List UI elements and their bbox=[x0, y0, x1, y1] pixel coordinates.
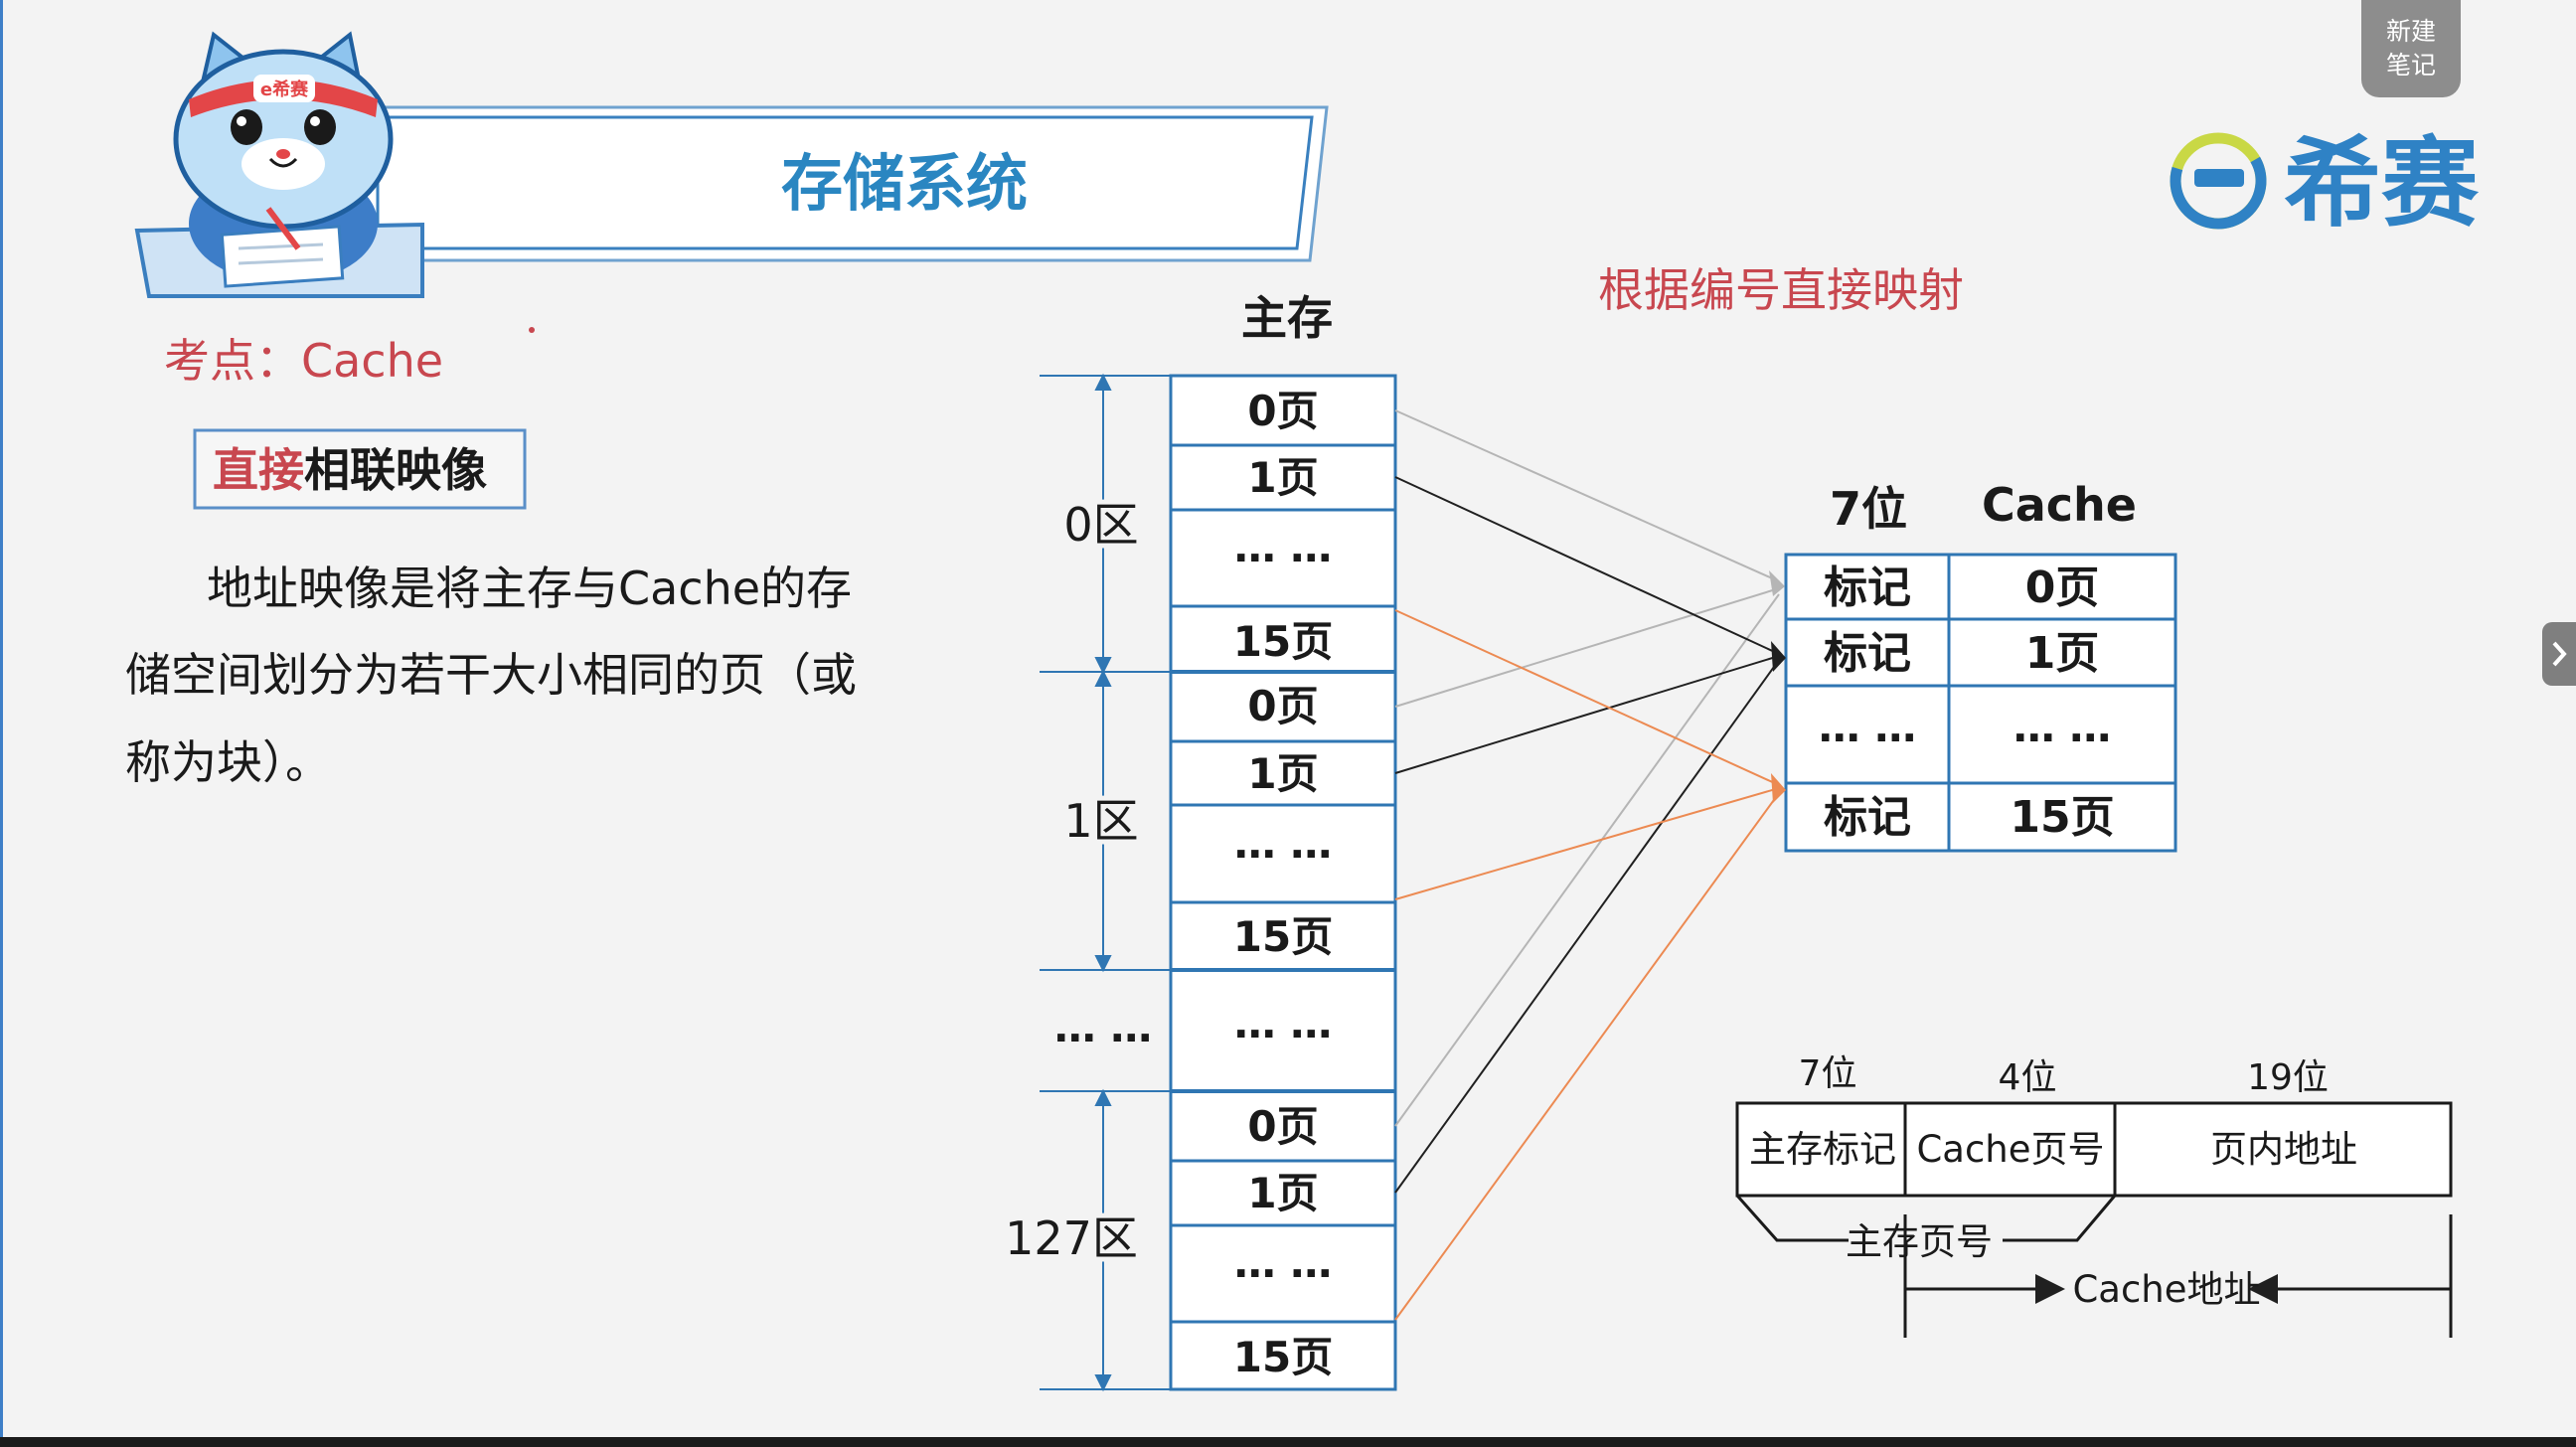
paragraph-line-2: 储空间划分为若干大小相同的页（或 bbox=[125, 648, 857, 702]
cache-row0-page: 0页 bbox=[2025, 563, 2100, 613]
cache-grid bbox=[1784, 553, 2177, 853]
addr-field-1: Cache页号 bbox=[1916, 1128, 2104, 1171]
cache-row3-tag: 标记 bbox=[1824, 792, 1911, 843]
new-note-button[interactable]: 新建 笔记 bbox=[2361, 0, 2461, 97]
mm-z3-p3: 15页 bbox=[1233, 1333, 1333, 1381]
addr-field-2: 页内地址 bbox=[2210, 1128, 2357, 1171]
mm-z1-p0: 0页 bbox=[1247, 682, 1318, 730]
topic-label: 直接相联映像 bbox=[213, 443, 487, 497]
mm-z3-p1: 1页 bbox=[1247, 1169, 1318, 1217]
addr-bits-0: 7位 bbox=[1799, 1053, 1857, 1094]
mm-z0-p3: 15页 bbox=[1233, 617, 1333, 666]
mm-z1-p1: 1页 bbox=[1247, 749, 1318, 798]
paragraph-line-3: 称为块）。 bbox=[125, 735, 331, 789]
addr-field-0: 主存标记 bbox=[1749, 1128, 1896, 1171]
zone-label-1: 1区 bbox=[1063, 794, 1138, 848]
kaodian-label: 考点：Cache bbox=[164, 334, 443, 388]
cache-title: Cache bbox=[1982, 478, 2137, 532]
zone-brackets bbox=[1040, 373, 1171, 1392]
main-memory-title: 主存 bbox=[1241, 291, 1333, 345]
paragraph-line-1: 地址映像是将主存与Cache的存 bbox=[207, 562, 852, 615]
cache-row2-tag: … … bbox=[1819, 703, 1917, 751]
cache-row1-tag: 标记 bbox=[1824, 628, 1911, 679]
topic-highlight: 直接 bbox=[213, 443, 304, 497]
mascot-headband-text: e希赛 bbox=[260, 79, 309, 100]
chevron-right-icon bbox=[2552, 641, 2567, 667]
main-page-label: 主存页号 bbox=[1846, 1220, 1993, 1263]
mapping-note: 根据编号直接映射 bbox=[1598, 263, 1964, 317]
zone-label-gap: … … bbox=[1054, 1003, 1153, 1051]
new-note-line2: 笔记 bbox=[2385, 51, 2436, 80]
mascot-cat-icon: e希赛 bbox=[134, 31, 424, 298]
mm-z3-p0: 0页 bbox=[1247, 1102, 1318, 1151]
mm-z2-p0: … … bbox=[1234, 999, 1333, 1047]
cache-tag-bits: 7位 bbox=[1830, 482, 1907, 536]
bottom-edge-bar bbox=[0, 1437, 2576, 1447]
addr-bits-1: 4位 bbox=[1999, 1057, 2057, 1098]
address-format-box bbox=[1735, 1101, 2453, 1198]
zone-label-0: 0区 bbox=[1063, 498, 1138, 552]
topic-rest: 相联映像 bbox=[304, 443, 487, 497]
title-banner: 存储系统 bbox=[351, 105, 1329, 262]
new-note-line1: 新建 bbox=[2385, 17, 2436, 46]
mm-z1-p3: 15页 bbox=[1233, 912, 1333, 961]
mm-z0-p2: … … bbox=[1234, 523, 1333, 571]
cache-row3-page: 15页 bbox=[2010, 792, 2114, 843]
mapping-arrows bbox=[1394, 409, 1786, 1321]
mm-z3-p2: … … bbox=[1234, 1238, 1333, 1287]
brand-name: 希赛 bbox=[2284, 127, 2480, 241]
mm-z0-p0: 0页 bbox=[1247, 387, 1318, 435]
address-brackets bbox=[1735, 1195, 2453, 1338]
cache-row1-page: 1页 bbox=[2025, 628, 2100, 679]
main-memory-grid bbox=[1169, 374, 1397, 1391]
zone-label-127: 127区 bbox=[1005, 1211, 1138, 1265]
addr-bits-2: 19位 bbox=[2247, 1057, 2329, 1098]
brand-logo: 希赛 bbox=[2170, 127, 2480, 241]
cache-addr-label: Cache地址 bbox=[2072, 1268, 2260, 1311]
mm-z1-p2: … … bbox=[1234, 819, 1333, 868]
left-edge-bar bbox=[0, 0, 3, 1447]
cache-row0-tag: 标记 bbox=[1824, 563, 1911, 613]
page-title: 存储系统 bbox=[781, 147, 1028, 220]
side-panel-toggle-button[interactable] bbox=[2542, 622, 2576, 686]
topic-box bbox=[193, 428, 527, 510]
cache-row2-page: … … bbox=[2013, 703, 2112, 751]
mm-z0-p1: 1页 bbox=[1247, 453, 1318, 502]
